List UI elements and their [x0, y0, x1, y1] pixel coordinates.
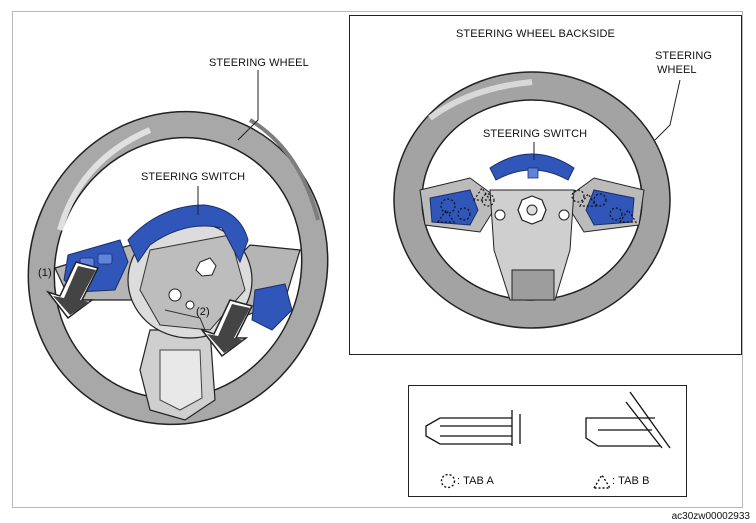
arrow-1-icon: [45, 261, 100, 320]
tab-legend: [408, 385, 687, 497]
arrow-2-icon: [199, 299, 254, 358]
inset-title: STEERING WHEEL BACKSIDE: [456, 28, 615, 40]
label-arrow-1: (1): [38, 267, 52, 279]
legend-tab-b: : TAB B: [612, 475, 650, 487]
inset-steering-switch: [429, 153, 635, 226]
tab-b-symbol-icon: [592, 473, 612, 489]
inset-backside-view: [349, 15, 742, 355]
diagram-frame: [12, 11, 743, 508]
label-steering-wheel: STEERING WHEEL: [209, 57, 309, 69]
legend-tab-a: : TAB A: [457, 475, 494, 487]
inset-leader-steering-wheel: [654, 79, 681, 141]
label-steering-switch: STEERING SWITCH: [141, 171, 246, 183]
inset-label-steering-wheel-line2: WHEEL: [657, 64, 697, 76]
document-id: ac30zw00002933: [671, 511, 750, 522]
leader-steering-wheel: [237, 70, 259, 141]
inset-label-steering-switch: STEERING SWITCH: [483, 128, 588, 140]
inset-label-steering-wheel-line1: STEERING: [655, 50, 713, 62]
inset-tab-markers: [436, 186, 638, 223]
tab-a-profile-icon: [425, 410, 521, 446]
tab-a-symbol-icon: [440, 473, 456, 489]
tab-b-profile-icon: [585, 391, 671, 449]
label-arrow-2: (2): [196, 306, 210, 318]
